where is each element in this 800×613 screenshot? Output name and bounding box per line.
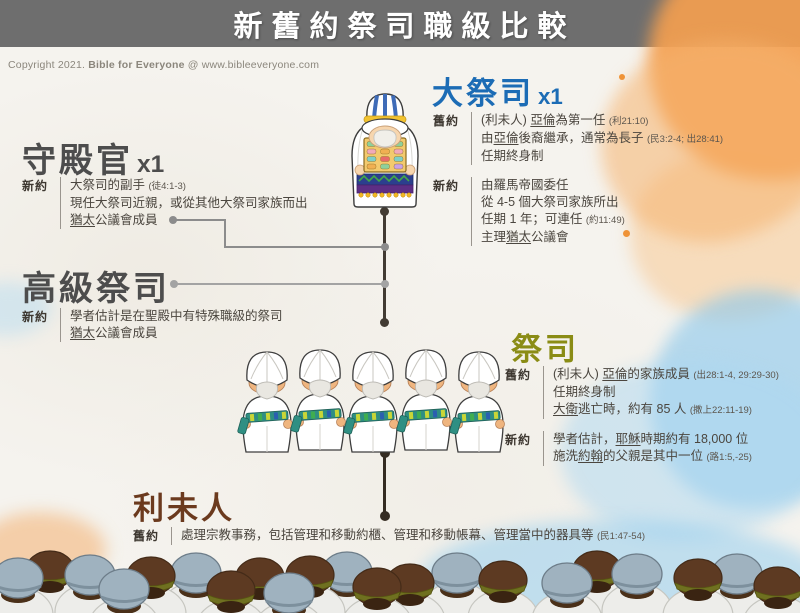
text-line: 學者估計，耶穌時期約有 18,000 位 [553, 432, 749, 446]
copyright-prefix: Copyright 2021. [8, 59, 89, 71]
era-label: 新約 [22, 179, 49, 193]
copyright: Copyright 2021. Bible for Everyone @ www… [8, 59, 319, 71]
text-line: 大祭司的副手 (徒4:1-3) [70, 178, 186, 192]
high-priest-illustration [351, 93, 419, 208]
row-content: 由羅馬帝國委任從 4-5 個大祭司家族所出任期 1 年；可連任 (約11:49)… [471, 177, 625, 246]
connector-captain-line [224, 219, 226, 248]
text-line: 從 4-5 個大祭司家族所出 [481, 195, 619, 209]
text-line: 任期終身制 [481, 149, 544, 163]
row-content: 大祭司的副手 (徒4:1-3) 現任大祭司近親，或從其他大祭司家族而出猶太公議會成… [60, 177, 308, 229]
connector-node [380, 511, 390, 521]
info-row: 舊約 (利未人) 亞倫為第一任 (利21:10) 由亞倫後裔繼承，通常為長子 (民3… [433, 112, 799, 165]
connector-trunk-lower [383, 452, 386, 516]
text-line: 現任大祭司近親，或從其他大祭司家族而出 [70, 196, 308, 210]
chief-priests-rows: 新約學者估計是在聖殿中有特殊職級的祭司猶太公議會成員 [22, 308, 382, 342]
info-row: 新約學者估計，耶穌時期約有 18,000 位施洗約翰的父親是其中一位 (路1:5… [505, 431, 800, 466]
connector-trunk-upper [383, 211, 386, 323]
era-label: 新約 [22, 310, 49, 324]
era-label: 舊約 [133, 529, 160, 543]
connector-captain-line [175, 219, 226, 221]
levites-heading-text: 利未人 [133, 491, 235, 526]
text-line: (利未人) 亞倫的家族成員 (出28:1-4, 29:29-30) [553, 367, 779, 381]
priests-illustration [237, 349, 506, 453]
priests-heading-text: 祭司 [511, 332, 579, 367]
connector-node [380, 448, 390, 458]
row-content: (利未人) 亞倫的家族成員 (出28:1-4, 29:29-30) 任期終身制大衛… [543, 366, 779, 419]
text-line: 大衛逃亡時，約有 85 人 (撒上22:11-19) [553, 402, 752, 416]
text-line: 由羅馬帝國委任 [481, 178, 569, 192]
text-line: 猶太公議會成員 [70, 213, 158, 227]
era-label: 新約 [505, 433, 532, 447]
title-bar: 新舊約祭司職級比較 [0, 0, 800, 47]
captain-heading-text: 守殿官 [22, 142, 133, 180]
text-line: (利未人) 亞倫為第一任 (利21:10) [481, 113, 649, 127]
text-line: 主理猶太公議會 [481, 230, 569, 244]
info-row: 新約 大祭司的副手 (徒4:1-3) 現任大祭司近親，或從其他大祭司家族而出猶太公議… [22, 177, 382, 229]
era-label: 舊約 [433, 114, 460, 128]
text-line: 猶太公議會成員 [70, 326, 158, 340]
connector-node [380, 207, 389, 216]
text-line: 由亞倫後裔繼承，通常為長子 (民3:2-4; 出28:41) [481, 131, 724, 145]
priests-heading: 祭司 [511, 324, 579, 369]
era-label: 新約 [433, 179, 460, 193]
crowd-person [200, 570, 262, 613]
watercolor-dot [619, 74, 625, 80]
connector-node [381, 280, 389, 288]
text-line: 任期 1 年；可連任 (約11:49) [481, 212, 625, 226]
row-content: (利未人) 亞倫為第一任 (利21:10) 由亞倫後裔繼承，通常為長子 (民3:2… [471, 112, 723, 165]
copyright-suffix: @ www.bibleeveryone.com [184, 59, 320, 71]
high-priest-rows: 舊約 (利未人) 亞倫為第一任 (利21:10) 由亞倫後裔繼承，通常為長子 (民3… [433, 112, 799, 246]
info-row: 新約由羅馬帝國委任從 4-5 個大祭司家族所出任期 1 年；可連任 (約11:4… [433, 177, 799, 246]
crowd-illustration [0, 550, 800, 613]
page-title: 新舊約祭司職級比較 [233, 10, 576, 43]
row-content: 學者估計是在聖殿中有特殊職級的祭司猶太公議會成員 [60, 308, 283, 342]
info-row: 舊約 (利未人) 亞倫的家族成員 (出28:1-4, 29:29-30) 任期終身制… [505, 366, 800, 419]
connector-node [169, 216, 177, 224]
row-content: 學者估計，耶穌時期約有 18,000 位施洗約翰的父親是其中一位 (路1:5,-… [543, 431, 752, 466]
text-line: 施洗約翰的父親是其中一位 (路1:5,-25) [553, 449, 752, 463]
connector-chief-line [176, 283, 385, 285]
chief-priests-heading-text: 高級祭司 [22, 270, 170, 308]
crowd-person [260, 572, 318, 613]
priests-rows: 舊約 (利未人) 亞倫的家族成員 (出28:1-4, 29:29-30) 任期終身制… [505, 366, 800, 466]
copyright-brand: Bible for Everyone [88, 59, 185, 71]
connector-node [380, 318, 389, 327]
connector-node [170, 280, 178, 288]
chief-priests-heading: 高級祭司 [22, 261, 170, 310]
levites-heading: 利未人 [133, 483, 235, 528]
captain-rows: 新約 大祭司的副手 (徒4:1-3) 現任大祭司近親，或從其他大祭司家族而出猶太公議… [22, 177, 382, 229]
crowd-person [344, 567, 410, 613]
era-label: 舊約 [505, 368, 532, 382]
high-priest-count: x1 [538, 84, 563, 109]
connector-captain-line [224, 246, 385, 248]
captain-count: x1 [137, 151, 165, 178]
text-line: 任期終身制 [553, 385, 616, 399]
connector-node [381, 243, 389, 251]
crowd-person [92, 568, 156, 613]
text-line: 學者估計是在聖殿中有特殊職級的祭司 [70, 309, 283, 323]
info-row: 新約學者估計是在聖殿中有特殊職級的祭司猶太公議會成員 [22, 308, 382, 342]
high-priest-heading-text: 大祭司 [432, 76, 534, 111]
